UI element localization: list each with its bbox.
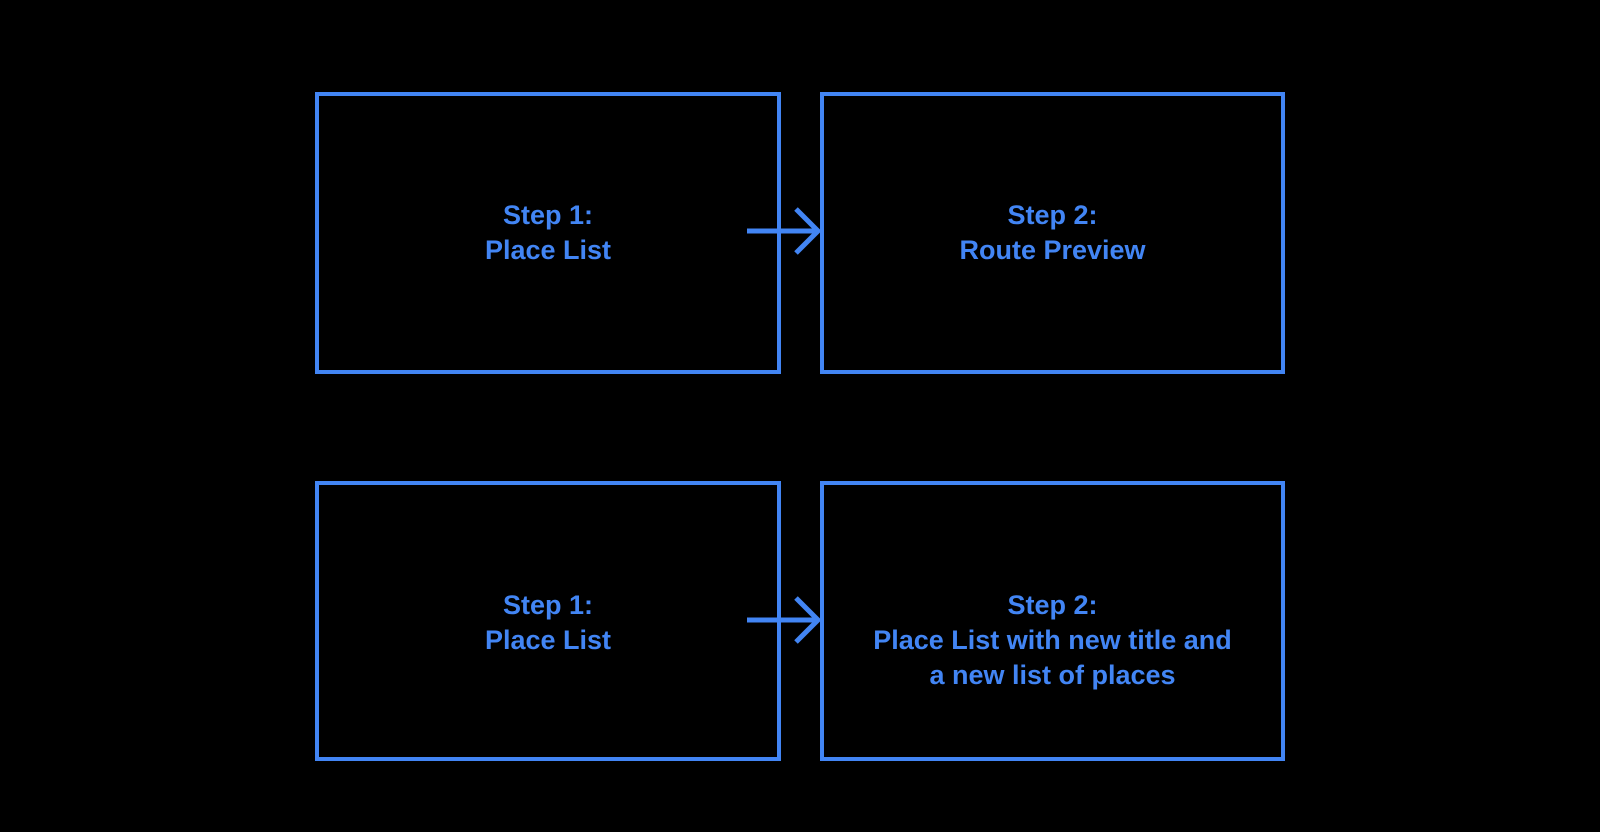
box-label-line: Place List <box>484 625 612 655</box>
flow2-step2-box: Step 2: Place List with new title and a … <box>820 481 1285 761</box>
box-label-line: Step 2: <box>1007 590 1098 620</box>
box-label-line: Step 2: <box>1007 200 1098 230</box>
box-label-line: Step 1: <box>502 200 594 230</box>
box-label-line: Place List with new title and <box>873 625 1232 655</box>
box-label-line: Place List <box>484 235 612 265</box>
box-label-line: Step 1: <box>502 590 594 620</box>
flow2-step1-box: Step 1: Place List <box>315 481 781 761</box>
box-label-line: a new list of places <box>929 660 1176 690</box>
box-label-line: Route Preview <box>959 235 1146 265</box>
flow1-step1-box: Step 1: Place List <box>315 92 781 374</box>
flow1-step2-box: Step 2: Route Preview <box>820 92 1285 374</box>
